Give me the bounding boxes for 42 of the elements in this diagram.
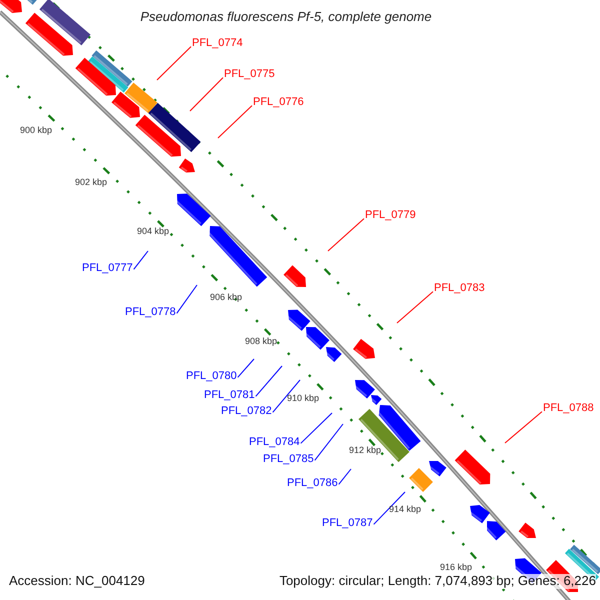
gene-label: PFL_0774	[192, 37, 243, 50]
gene-label: PFL_0775	[224, 68, 275, 81]
scale-label: 904 kbp	[137, 226, 170, 236]
leader-line	[504, 411, 542, 444]
gene-label: PFL_0779	[365, 209, 416, 222]
scale-label: 906 kbp	[210, 292, 242, 302]
gene-label: PFL_0785	[263, 453, 314, 466]
gene-label: PFL_0782	[221, 405, 272, 418]
leader-line	[255, 366, 282, 397]
gene-label: PFL_0778	[125, 306, 176, 319]
leader-line	[373, 492, 406, 525]
leader-line	[190, 77, 224, 112]
leader-line	[237, 358, 254, 378]
leader-line	[396, 291, 434, 324]
gene-label: PFL_0776	[253, 96, 304, 109]
leader-line	[328, 218, 364, 252]
scale-label: 908 kbp	[245, 336, 278, 346]
scale-label: 914 kbp	[389, 504, 422, 514]
accession-text: Accession: NC_004129	[9, 574, 145, 589]
scale-label: 910 kbp	[287, 393, 320, 404]
gene-label: PFL_0788	[543, 402, 594, 415]
gene-label: PFL_0786	[287, 477, 338, 490]
leader-line	[300, 412, 332, 444]
gene-label: PFL_0783	[434, 282, 485, 295]
genome-summary-text: Topology: circular; Length: 7,074,893 bp; Genes: 6,226	[279, 574, 596, 589]
scale-label: 916 kbp	[440, 562, 472, 572]
leader-line	[176, 284, 198, 314]
gene-label: PFL_0780	[186, 370, 237, 383]
gene-label: PFL_0781	[204, 389, 255, 402]
leader-line	[338, 468, 352, 485]
scale-label: 902 kbp	[75, 177, 108, 188]
leader-line	[156, 46, 192, 80]
scale-label: 912 kbp	[349, 445, 382, 456]
leader-line	[218, 105, 252, 138]
gene-label: PFL_0777	[82, 262, 133, 275]
leader-line	[133, 250, 148, 270]
leader-line	[272, 380, 300, 413]
gene-label: PFL_0787	[322, 517, 373, 530]
scale-label: 900 kbp	[20, 125, 52, 136]
gene-label: PFL_0784	[249, 436, 300, 449]
leader-line	[314, 424, 344, 461]
diagram-title: Pseudomonas fluorescens Pf-5, complete genome	[139, 10, 433, 25]
